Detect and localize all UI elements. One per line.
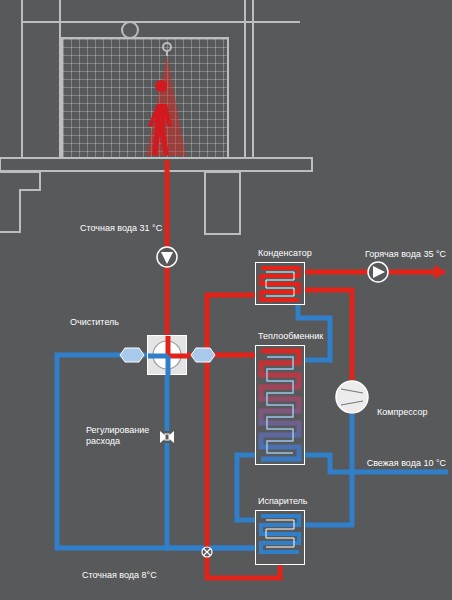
pipe xyxy=(167,375,168,431)
condenser-box: Конденсатор xyxy=(255,262,305,305)
node-label: Конденсатор xyxy=(256,248,314,259)
compressor-circle: Компрессор xyxy=(335,380,369,414)
person xyxy=(148,80,172,155)
node-label: Теплообменник xyxy=(256,331,325,342)
pipe xyxy=(237,455,255,520)
cleaner-box: Очиститель xyxy=(147,335,187,375)
flow-label: Сточная вода 31 °C xyxy=(78,223,164,234)
node-label: Очиститель xyxy=(68,317,121,328)
flow-label: Сточная вода 8°C xyxy=(80,570,159,581)
compressor-circle-shape xyxy=(335,380,369,414)
arrow-head xyxy=(434,265,447,279)
node-label: Компрессор xyxy=(375,407,429,418)
connector-fitting xyxy=(191,348,215,362)
shower-spray xyxy=(146,56,186,156)
node-label: Испаритель xyxy=(256,496,310,507)
cleaner-box-shape xyxy=(148,336,186,374)
pipe xyxy=(305,414,352,525)
flow-label: Свежая вода 10 °C xyxy=(365,458,448,469)
evaporator-box: Испаритель xyxy=(255,510,305,565)
pump xyxy=(368,262,388,282)
pump xyxy=(157,247,177,267)
heat-exchanger-box: Теплообменник xyxy=(255,345,305,465)
expansion-valve xyxy=(202,547,212,557)
connector-fitting xyxy=(120,348,144,362)
flow-valve-shape xyxy=(160,431,174,443)
pipe xyxy=(57,355,255,548)
flow-label: Горячая вода 35 °C xyxy=(363,249,448,260)
node-label: Регулирование расхода xyxy=(84,425,154,447)
building xyxy=(0,0,312,234)
flow-valve: Регулирование расхода xyxy=(160,431,174,443)
pipe xyxy=(167,443,255,548)
